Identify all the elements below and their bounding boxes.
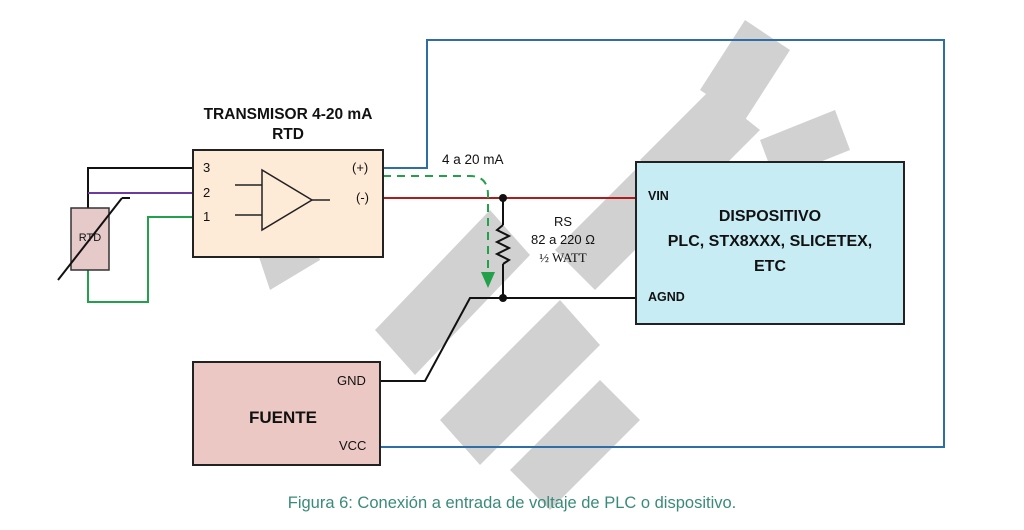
wire-pin3: [87, 167, 193, 208]
resistor-symbol: [494, 224, 512, 265]
amplifier-symbol: [261, 168, 314, 232]
minus-terminal-label: (-): [356, 190, 369, 205]
figure-caption: Figura 6: Conexión a entrada de voltaje …: [287, 494, 737, 512]
transmitter-title-line1: TRANSMISOR 4-20 mA: [203, 106, 373, 123]
device-box: [635, 161, 905, 325]
pin-3-label: 3: [203, 160, 211, 175]
vcc-label: VCC: [339, 438, 367, 453]
node-top: [499, 194, 507, 202]
current-label: 4 a 20 mA: [442, 152, 504, 167]
wire-plus-vcc: [380, 39, 945, 448]
supply-title: FUENTE: [249, 408, 317, 427]
pin-1-label: 1: [203, 209, 211, 224]
node-bottom: [499, 294, 507, 302]
vin-label: VIN: [648, 189, 669, 203]
device-title-line2: PLC, STX8XXX, SLICETEX,: [667, 233, 873, 250]
current-arrow: [383, 175, 489, 275]
agnd-label: AGND: [648, 290, 685, 304]
device-title-line3: ETC: [754, 258, 786, 275]
transmitter-box: [192, 149, 384, 258]
device-title-line1: DISPOSITIVO: [718, 208, 822, 225]
pin-2-label: 2: [203, 185, 211, 200]
plus-terminal-label: (+): [352, 160, 369, 175]
resistor-value: 82 a 220 Ω: [531, 232, 595, 247]
resistor-power: ½ WATT: [539, 250, 587, 265]
rtd-variable-arrow: [57, 197, 123, 281]
wire-pin1: [87, 216, 193, 303]
watermark: [250, 20, 850, 510]
wire-node-gnd: [380, 297, 503, 382]
gnd-label: GND: [337, 373, 366, 388]
transmitter-title-line2: RTD: [272, 126, 304, 143]
resistor-name: RS: [553, 214, 573, 229]
supply-box: [192, 361, 381, 466]
rtd-label: RTD: [78, 232, 102, 244]
current-arrowhead: [481, 272, 495, 288]
